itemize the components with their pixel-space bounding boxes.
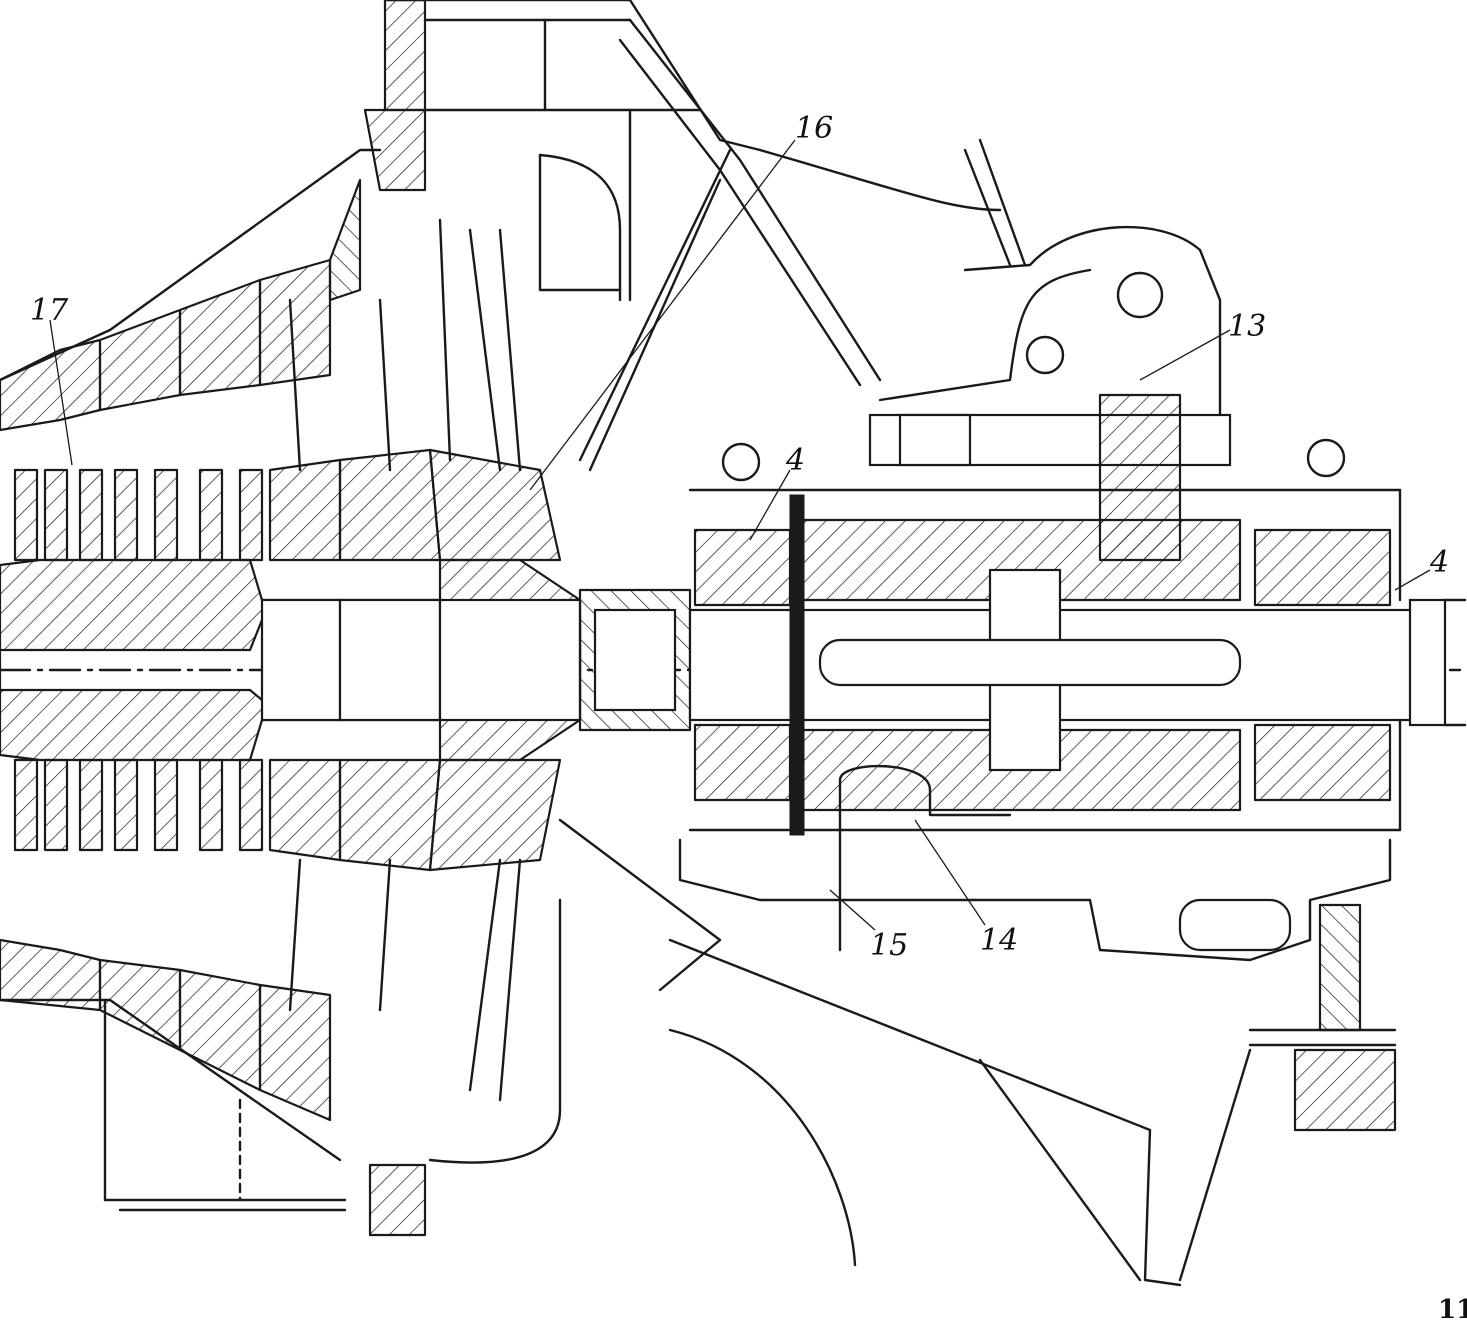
bearing-left-upper xyxy=(693,528,792,607)
page-number: 11 xyxy=(1438,1295,1467,1325)
callout-4-right: 4 xyxy=(1429,545,1449,580)
turbine-blading-lower xyxy=(0,758,562,1122)
callout-4-left: 4 xyxy=(785,443,805,478)
turbine-blading-upper xyxy=(0,178,562,562)
callout-15: 15 xyxy=(870,928,908,963)
small-stage-wheels-upper xyxy=(13,468,264,562)
small-stage-wheels-lower xyxy=(13,758,264,852)
bearing-right-lower xyxy=(1253,723,1392,802)
callout-16: 16 xyxy=(795,111,833,146)
callout-labels: 17 16 4 13 4 15 14 11 xyxy=(30,111,1467,1325)
leader-lines xyxy=(49,139,1431,931)
callout-14: 14 xyxy=(980,923,1018,958)
callout-17: 17 xyxy=(30,293,69,328)
gearbox-housing xyxy=(678,138,1402,1132)
callout-13: 13 xyxy=(1228,309,1266,344)
bearing-right-upper xyxy=(1253,528,1392,607)
bearing-left-lower xyxy=(693,723,792,802)
turbine-casing xyxy=(0,0,1252,1287)
